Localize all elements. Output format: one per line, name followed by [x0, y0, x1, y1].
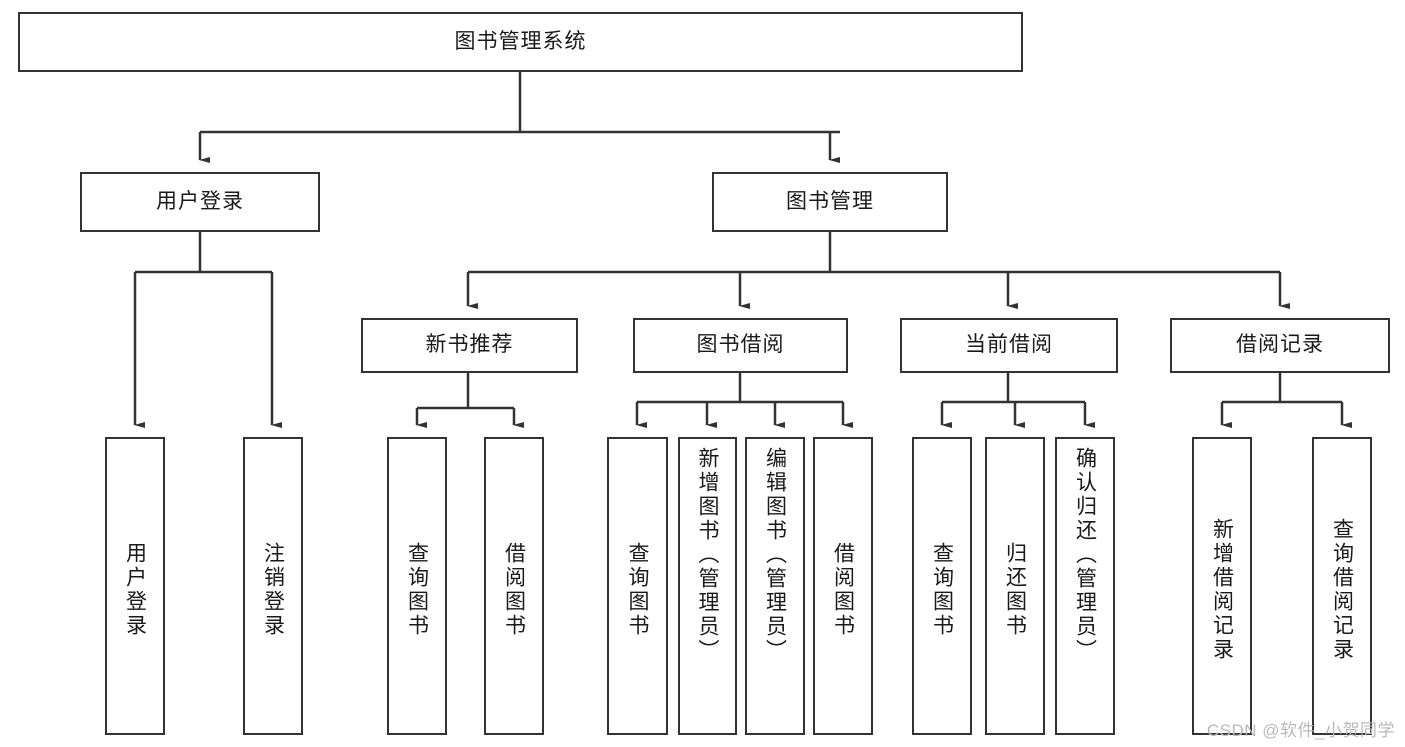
- node-root-label: 图书管理系统: [454, 29, 587, 53]
- node-leaf-user-login-label: 用户登录: [123, 542, 147, 638]
- node-leaf-logout[interactable]: 注销登录: [243, 437, 303, 735]
- node-leaf-user-login[interactable]: 用户登录: [105, 437, 165, 735]
- node-leaf-return-book-label: 归还图书: [1003, 542, 1027, 638]
- node-leaf-query-book-3[interactable]: 查询图书: [912, 437, 972, 735]
- node-leaf-query-book-1-label: 查询图书: [405, 542, 429, 638]
- node-book-borrow[interactable]: 图书借阅: [633, 318, 848, 373]
- node-leaf-query-record-label: 查询借阅记录: [1330, 518, 1354, 662]
- node-borrow-record[interactable]: 借阅记录: [1170, 318, 1390, 373]
- node-current-borrow[interactable]: 当前借阅: [900, 318, 1118, 373]
- node-book-manage[interactable]: 图书管理: [712, 172, 948, 232]
- node-leaf-query-book-3-label: 查询图书: [930, 542, 954, 638]
- node-leaf-confirm-return[interactable]: 确认归还（管理员）: [1055, 437, 1115, 735]
- node-leaf-logout-label: 注销登录: [261, 542, 285, 638]
- node-leaf-add-book-label: 新增图书（管理员）: [696, 447, 719, 663]
- node-current-borrow-label: 当前借阅: [965, 333, 1053, 357]
- node-book-manage-label: 图书管理: [786, 189, 874, 213]
- node-leaf-borrow-book-2[interactable]: 借阅图书: [813, 437, 873, 735]
- node-leaf-add-record[interactable]: 新增借阅记录: [1192, 437, 1252, 735]
- node-new-book-recommend-label: 新书推荐: [425, 333, 514, 357]
- node-leaf-query-book-2[interactable]: 查询图书: [607, 437, 668, 735]
- csdn-watermark: CSDN @软件_小贺同学: [1206, 721, 1395, 740]
- node-leaf-edit-book[interactable]: 编辑图书（管理员）: [745, 437, 805, 735]
- node-user-login-label: 用户登录: [156, 189, 244, 213]
- node-leaf-borrow-book-1[interactable]: 借阅图书: [484, 437, 544, 735]
- node-leaf-confirm-return-label: 确认归还（管理员）: [1073, 447, 1097, 663]
- node-leaf-borrow-book-1-label: 借阅图书: [502, 542, 526, 638]
- node-user-login[interactable]: 用户登录: [80, 172, 320, 232]
- node-leaf-borrow-book-2-label: 借阅图书: [831, 542, 855, 638]
- node-leaf-query-book-2-label: 查询图书: [626, 542, 649, 638]
- node-leaf-edit-book-label: 编辑图书（管理员）: [763, 447, 787, 663]
- node-leaf-add-book[interactable]: 新增图书（管理员）: [678, 437, 737, 735]
- node-leaf-add-record-label: 新增借阅记录: [1210, 518, 1234, 662]
- node-leaf-return-book[interactable]: 归还图书: [985, 437, 1045, 735]
- node-leaf-query-record[interactable]: 查询借阅记录: [1312, 437, 1372, 735]
- node-new-book-recommend[interactable]: 新书推荐: [361, 318, 578, 373]
- node-borrow-record-label: 借阅记录: [1236, 333, 1324, 357]
- node-root[interactable]: 图书管理系统: [18, 12, 1023, 72]
- node-leaf-query-book-1[interactable]: 查询图书: [387, 437, 447, 735]
- node-book-borrow-label: 图书借阅: [696, 333, 785, 357]
